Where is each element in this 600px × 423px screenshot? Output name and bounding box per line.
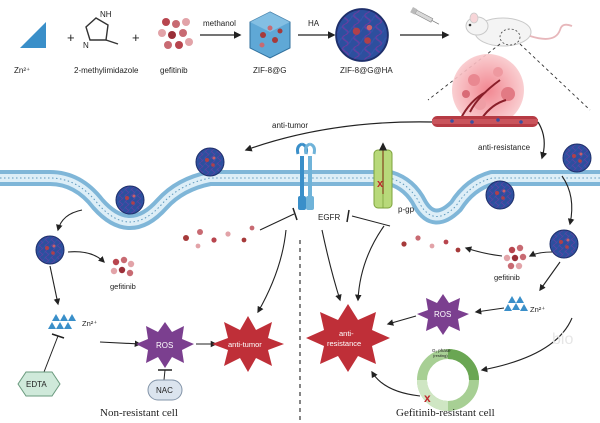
gefitinib-cluster-icon [158, 18, 193, 49]
cell-cycle-ring-icon: x [417, 349, 479, 411]
left-anti-tumor-burst-icon [212, 316, 284, 372]
synthesis-row: Zn²⁺ + NH N 2-methylimidazole + gefitini… [14, 8, 450, 75]
cell-cycle-block-x-icon: x [424, 391, 431, 405]
nanoparticle-left-endocytosis [115, 185, 145, 215]
zinc-label: Zn²⁺ [14, 66, 30, 75]
cell-cycle-g1-sublabel: (resting) [433, 353, 448, 358]
egfr-label: EGFR [318, 213, 340, 222]
edta-box [17, 371, 61, 397]
ha-label: HA [308, 19, 320, 28]
right-gefitinib-to-dots-arrow [464, 246, 503, 257]
anti-tumor-arrow-label: anti-tumor [272, 121, 308, 130]
zoom-line-right [519, 43, 591, 111]
egfr-inhibition-line [259, 213, 295, 231]
zif8g-crystal-icon [249, 11, 291, 59]
right-entry-arrow [561, 175, 575, 226]
right-anti-resistance-label-line2: resistance [327, 339, 361, 348]
left-zn-arrow [49, 265, 61, 306]
plus-sign-2: + [132, 30, 140, 45]
egfr-to-antitumor-arrow [257, 229, 287, 314]
left-anti-tumor-label: anti-tumor [228, 340, 262, 349]
methylimidazole-structure-icon: NH N [83, 10, 119, 50]
right-zn-label: Zn²⁺ [530, 305, 545, 314]
nanoparticle-right-cytoplasm [549, 229, 579, 259]
right-ros-to-antiresistance-arrow [386, 315, 417, 326]
nac-box [147, 379, 183, 401]
right-zn-to-ros-arrow [474, 307, 505, 315]
right-ros-burst-icon [417, 294, 469, 335]
released-gefitinib-dots [183, 225, 461, 253]
pgp-label: p-gp [398, 205, 415, 214]
nanoparticle-left-outside [195, 147, 225, 177]
pgp-block-x-icon: x [377, 178, 384, 190]
pgp-inhibition-bar [346, 209, 350, 223]
right-gefitinib-label: gefitinib [494, 273, 520, 282]
methylimidazole-label: 2-methylimidazole [74, 66, 139, 75]
cell-cycle-to-antiresistance-arrow [371, 370, 421, 397]
left-ros-label: ROS [156, 341, 173, 350]
right-zn-arrow [539, 261, 561, 292]
syringe-icon [410, 7, 440, 25]
anti-tumor-arrow [244, 121, 433, 152]
pgp-pump-icon: x [373, 142, 393, 209]
cell-cycle-g1-label: G₁ phase [432, 348, 451, 353]
plus-sign-1: + [67, 30, 75, 45]
pgp-to-antiresistance-arrow [354, 225, 385, 302]
right-gefitinib-release-arrow [528, 250, 553, 257]
mouse-icon [465, 12, 573, 47]
left-cell-title: Non-resistant cell [100, 407, 178, 419]
left-zn-ions-icon [48, 314, 76, 329]
egfr-to-antiresistance-arrow [321, 229, 342, 302]
egfr-receptor-icon [296, 142, 316, 210]
nanoparticle-right-outside [562, 143, 592, 173]
methanol-label: methanol [203, 19, 236, 28]
zif8g-label: ZIF-8@G [253, 66, 286, 75]
tumor-vasculature-illustration [432, 54, 538, 127]
left-gefitinib-cluster-icon [110, 256, 135, 277]
right-ros-label: ROS [434, 310, 451, 319]
nanoparticle-left-cytoplasm [35, 235, 65, 265]
pgp-inhibition-line [351, 215, 391, 227]
right-zn-ions-icon [504, 296, 528, 311]
right-cell-title: Gefitinib-resistant cell [396, 407, 495, 419]
left-gefitinib-arrow [67, 251, 105, 263]
zif8gha-label: ZIF-8@G@HA [340, 66, 393, 75]
left-zn-to-ros-arrow [99, 340, 142, 348]
edta-label: EDTA [26, 380, 47, 389]
egfr-inhibition-bar [292, 207, 298, 221]
nh-label: NH [100, 10, 112, 19]
cell-membrane [0, 170, 600, 230]
right-gefitinib-cluster-icon [503, 244, 527, 270]
right-anti-resistance-label-line1: anti- [339, 329, 354, 338]
anti-resistance-arrow [537, 121, 548, 160]
n-label: N [83, 41, 89, 50]
anti-resistance-arrow-label: anti-resistance [478, 143, 531, 152]
left-entry-arrow [56, 209, 83, 232]
left-zn-label: Zn²⁺ [82, 319, 97, 328]
zinc-triangle-icon [20, 22, 46, 48]
zn-to-cell-cycle-arrow [480, 317, 573, 373]
zif8gha-nanoparticle-icon [335, 8, 389, 62]
left-ros-burst-icon [136, 322, 194, 368]
edta-inhibition-line [43, 335, 59, 373]
nac-inhibition-line [163, 369, 166, 381]
edta-inhibition-bar [51, 333, 65, 339]
nac-label: NAC [156, 386, 173, 395]
gefitinib-label: gefitinib [160, 66, 188, 75]
biorender-watermark: bio [552, 331, 573, 348]
left-gefitinib-label: gefitinib [110, 282, 136, 291]
nanoparticle-right-endocytosis [485, 180, 515, 210]
right-anti-resistance-burst-icon [306, 304, 390, 372]
